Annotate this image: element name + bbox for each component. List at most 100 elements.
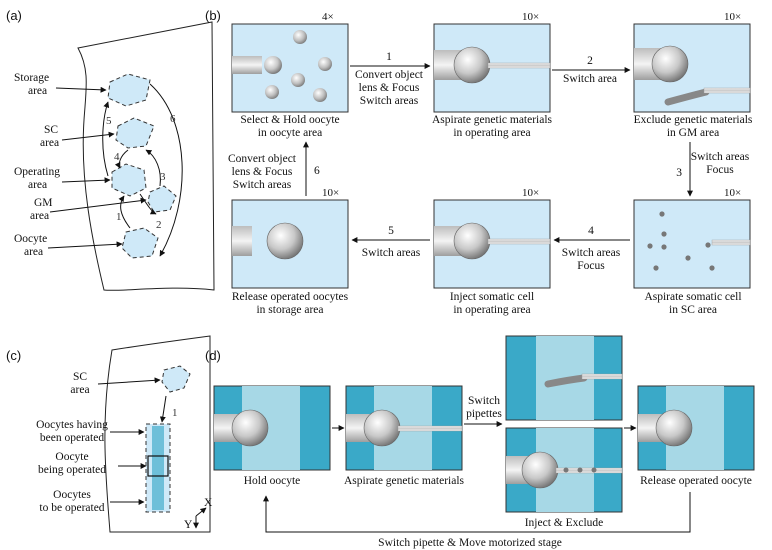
c-op-label-2: been operated <box>40 432 104 444</box>
oocyte-pointer <box>47 241 123 249</box>
d-release-caption: Release operated oocyte <box>640 475 752 487</box>
dish-outline-c <box>104 335 211 533</box>
sc-area-shape <box>115 117 155 149</box>
arrow-1-text-3: Switch areas <box>360 95 419 107</box>
arrow-3-text-2: Focus <box>706 164 734 176</box>
oocyte-area-label-2: area <box>24 246 43 258</box>
gm-area-label-1: GM <box>34 197 53 209</box>
storage-area-shape <box>107 73 151 107</box>
panel-b-label: (b) <box>205 8 221 23</box>
d-hold-caption: Hold oocyte <box>244 475 301 487</box>
panel-d: (d) Hold oocyte Aspirate genetic materia… <box>205 335 755 549</box>
d-frame-inject-top <box>505 335 623 421</box>
step1-mag: 4× <box>322 11 334 23</box>
arrow-1-text-2: lens & Focus <box>359 82 420 94</box>
step4-mag: 10× <box>724 187 741 199</box>
c-num: 1 <box>172 407 178 419</box>
d-inject-caption: Inject & Exclude <box>525 517 604 529</box>
arrow-6-num: 6 <box>314 165 320 177</box>
arrow-2-text-1: Switch area <box>563 73 617 85</box>
flow-num-3: 3 <box>160 171 166 183</box>
sc-area-c-shape <box>161 365 191 393</box>
c-sc-pointer <box>97 377 161 385</box>
d-frame-release <box>637 385 755 471</box>
step6-caption-2: in storage area <box>256 304 323 316</box>
gm-area-shape <box>147 185 177 213</box>
flow-num-2: 2 <box>156 219 162 231</box>
arrow-1-num: 1 <box>386 51 392 63</box>
step4-caption-2: in SC area <box>669 304 717 316</box>
step3-mag: 10× <box>724 11 741 23</box>
step5-caption-1: Inject somatic cell <box>450 291 534 303</box>
step6-frame: 10× <box>231 187 349 289</box>
step1-caption-1: Select & Hold oocyte <box>240 114 339 126</box>
c-sc-label-2: area <box>70 384 89 396</box>
storage-pointer <box>55 86 107 93</box>
operating-area-label-1: Operating <box>14 166 60 178</box>
c-sc-label-1: SC <box>73 371 87 383</box>
panel-b: (b) 4× Select & Hold oocyte in oocyte ar… <box>205 8 753 316</box>
d-switch-2: pipettes <box>466 408 502 420</box>
d-frame-inject-bottom <box>505 427 623 513</box>
flow-num-1: 1 <box>116 211 122 223</box>
gm-pointer <box>49 197 147 213</box>
storage-area-label-1: Storage <box>14 72 49 84</box>
step3-frame: 10× <box>633 11 751 113</box>
arrow-6-text-3: Switch areas <box>233 179 292 191</box>
flow-num-5: 5 <box>106 115 112 127</box>
c-tobe-label-2: to be operated <box>39 502 104 514</box>
arrow-4-text-2: Focus <box>577 260 605 272</box>
c-arrow <box>159 395 167 423</box>
storage-area-label-2: area <box>28 85 47 97</box>
step4-frame: 10× <box>633 187 751 289</box>
d-frame-aspirate <box>345 385 463 471</box>
arrow-2-num: 2 <box>587 55 593 67</box>
operating-area-label-2: area <box>28 179 47 191</box>
oocyte-area-shape <box>121 227 159 259</box>
arrow-3-num: 3 <box>676 167 682 179</box>
oocyte-area-label-1: Oocyte <box>14 233 47 245</box>
flow-num-6: 6 <box>170 113 176 125</box>
step6-mag: 10× <box>322 187 339 199</box>
operated-box <box>147 455 169 477</box>
panel-c: (c) 1 SC area Oocytes having been operat… <box>6 335 213 533</box>
step3-caption-1: Exclude genetic materials <box>634 114 753 126</box>
operating-pointer <box>61 177 111 184</box>
step2-caption-2: in operating area <box>453 127 530 139</box>
arrow-4-num: 4 <box>588 225 594 237</box>
panel-c-label: (c) <box>6 348 21 363</box>
step5-caption-2: in operating area <box>453 304 530 316</box>
arrow-6-text-2: lens & Focus <box>232 166 293 178</box>
flow-arrow-2 <box>139 193 157 215</box>
step2-frame: 10× <box>433 11 551 113</box>
flow-arrow-5 <box>102 101 110 177</box>
arrow-5-text-1: Switch areas <box>362 247 421 259</box>
panel-d-label: (d) <box>205 348 221 363</box>
step1-caption-2: in oocyte area <box>258 127 323 139</box>
d-return-arrow <box>263 492 691 533</box>
arrow-1-text-1: Convert object <box>355 69 424 81</box>
panel-a-label: (a) <box>6 8 22 23</box>
panel-a: (a) Storage area SC area Operating area … <box>6 8 215 291</box>
c-tobe-label-1: Oocytes <box>53 489 91 501</box>
arrow-3-text-1: Switch areas <box>691 151 750 163</box>
step3-caption-2: in GM area <box>667 127 719 139</box>
c-being-label-1: Oocyte <box>55 451 88 463</box>
step5-frame: 10× <box>433 187 551 289</box>
arrow-4-text-1: Switch areas <box>562 247 621 259</box>
step5-mag: 10× <box>522 187 539 199</box>
sc-area-label-2: area <box>40 137 59 149</box>
dish-outline <box>77 21 215 291</box>
d-bottom-caption: Switch pipette & Move motorized stage <box>378 537 562 549</box>
step2-mag: 10× <box>522 11 539 23</box>
axis-x-arrow <box>195 507 207 517</box>
sc-area-label-1: SC <box>44 124 58 136</box>
flow-arrow-4 <box>114 149 129 169</box>
c-op-label-1: Oocytes having <box>36 419 108 431</box>
d-switch-1: Switch <box>468 395 500 407</box>
d-frame-hold <box>213 385 331 471</box>
step2-caption-1: Aspirate genetic materials <box>432 114 553 126</box>
arrow-6-text-1: Convert object <box>228 153 297 165</box>
gm-area-label-2: area <box>30 210 49 222</box>
